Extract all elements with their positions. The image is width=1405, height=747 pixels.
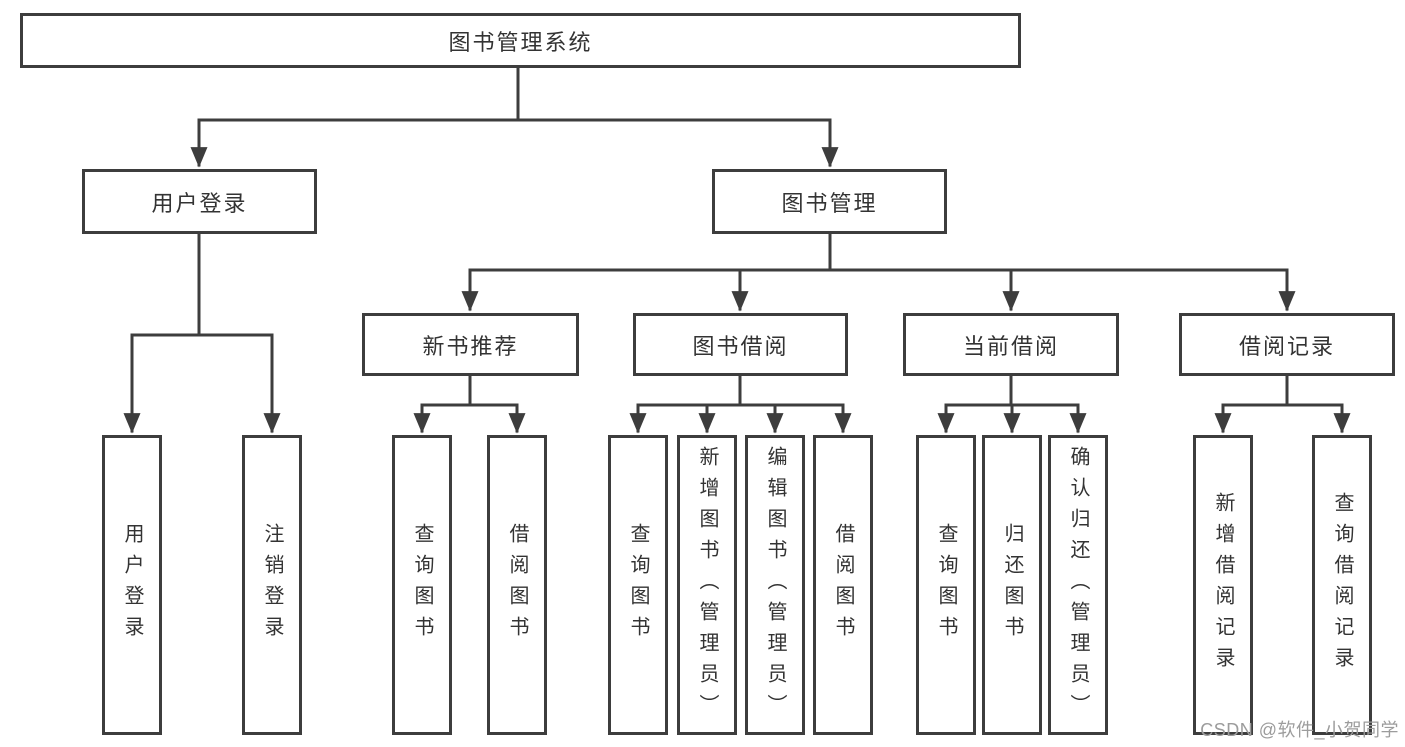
leaf-query-books-current-label: 查询图书: [935, 523, 957, 647]
node-root-label: 图书管理系统: [448, 29, 593, 55]
node-user-login-label: 用户登录: [151, 190, 248, 216]
leaf-return-books-label: 归还图书: [1001, 523, 1023, 647]
leaf-logout: 注销登录: [242, 435, 302, 735]
leaf-confirm-return-admin: 确认归还（管理员）: [1048, 435, 1108, 735]
leaf-user-login-label: 用户登录: [121, 523, 143, 647]
leaf-add-books-admin: 新增图书（管理员）: [677, 435, 737, 735]
leaf-query-books-recommend: 查询图书: [392, 435, 452, 735]
node-book-management-label: 图书管理: [781, 190, 878, 216]
node-current-borrow: 当前借阅: [903, 313, 1119, 376]
node-borrow-records-label: 借阅记录: [1238, 333, 1335, 359]
leaf-add-borrow-record-label: 新增借阅记录: [1212, 492, 1234, 678]
leaf-query-books-borrow: 查询图书: [608, 435, 668, 735]
node-new-book-recommend-label: 新书推荐: [422, 333, 519, 359]
node-borrow-records: 借阅记录: [1179, 313, 1395, 376]
leaf-query-borrow-record-label: 查询借阅记录: [1331, 492, 1353, 678]
node-current-borrow-label: 当前借阅: [962, 333, 1059, 359]
leaf-user-login: 用户登录: [102, 435, 162, 735]
node-book-management: 图书管理: [712, 169, 947, 234]
leaf-edit-books-admin-label: 编辑图书（管理员）: [764, 445, 786, 725]
leaf-borrow-books-recommend-label: 借阅图书: [506, 523, 528, 647]
leaf-logout-label: 注销登录: [261, 523, 283, 647]
leaf-borrow-books: 借阅图书: [813, 435, 873, 735]
leaf-add-books-admin-label: 新增图书（管理员）: [696, 445, 718, 725]
leaf-query-books-recommend-label: 查询图书: [411, 523, 433, 647]
node-root-system: 图书管理系统: [20, 13, 1021, 68]
leaf-query-borrow-record: 查询借阅记录: [1312, 435, 1372, 735]
node-user-login: 用户登录: [82, 169, 317, 234]
csdn-watermark: CSDN @软件_小贺同学: [1200, 720, 1399, 740]
leaf-add-borrow-record: 新增借阅记录: [1193, 435, 1253, 735]
leaf-edit-books-admin: 编辑图书（管理员）: [745, 435, 805, 735]
node-new-book-recommend: 新书推荐: [362, 313, 579, 376]
leaf-borrow-books-recommend: 借阅图书: [487, 435, 547, 735]
leaf-return-books: 归还图书: [982, 435, 1042, 735]
node-book-borrow: 图书借阅: [633, 313, 848, 376]
leaf-query-books-current: 查询图书: [916, 435, 976, 735]
node-book-borrow-label: 图书借阅: [692, 333, 789, 359]
leaf-borrow-books-label: 借阅图书: [832, 523, 854, 647]
leaf-confirm-return-admin-label: 确认归还（管理员）: [1067, 445, 1089, 725]
leaf-query-books-borrow-label: 查询图书: [627, 523, 649, 647]
